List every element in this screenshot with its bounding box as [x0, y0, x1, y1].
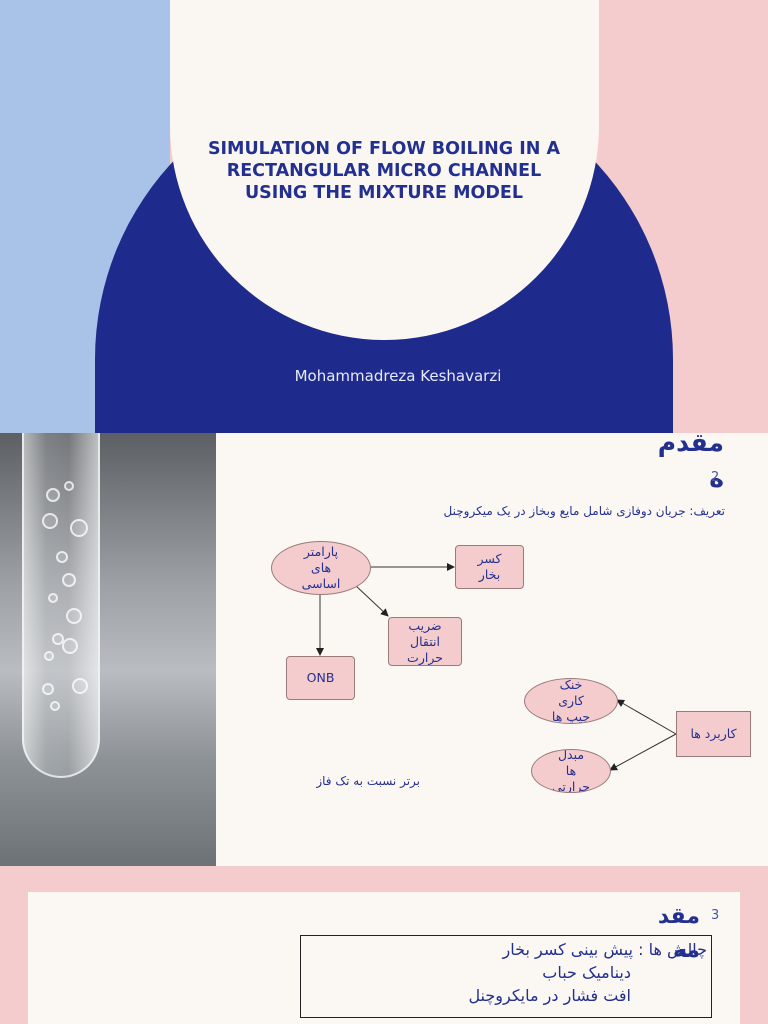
node-text: کاربرد ها	[690, 726, 737, 741]
node-text: حرارتی	[551, 779, 591, 793]
node-text: اساسی	[301, 576, 341, 591]
bubble-icon	[64, 481, 74, 491]
test-tube-illustration	[22, 433, 100, 778]
intro-slide: مقدم ه 2 تعریف: جریان دوفازی شامل مایع و…	[0, 433, 768, 866]
bubble-icon	[62, 638, 78, 654]
slide-title-line-1: مقدم	[657, 433, 724, 457]
node-text: ضریب	[408, 617, 442, 633]
node-text: ONB	[306, 670, 335, 685]
node-basic-parameters: پارامتر های اساسی	[271, 541, 371, 595]
bubble-icon	[56, 551, 68, 563]
node-text: کسر	[477, 551, 502, 566]
bubble-icon	[50, 701, 60, 711]
bubble-icon	[44, 651, 54, 661]
node-applications: کاربرد ها	[676, 711, 751, 757]
slide-title-line-2: مه	[673, 938, 700, 963]
node-text: مبدل	[557, 749, 585, 762]
challenge-line-1: چالش ها : پیش بینی کسر بخار	[502, 940, 707, 959]
slide-title-line-1: مقد	[657, 904, 700, 929]
bubble-icon	[46, 488, 60, 502]
bubble-icon	[42, 683, 54, 695]
node-text: انتقال	[410, 633, 440, 649]
author-name: Mohammadreza Keshavarzi	[294, 367, 502, 385]
slide-number: 2	[711, 470, 720, 485]
challenges-slide: مقد مه 3 چالش ها : پیش بینی کسر بخار دین…	[0, 866, 768, 1024]
node-vapor-fraction: کسر بخار	[455, 545, 524, 589]
slide-card	[28, 892, 740, 1024]
node-heat-exchangers: مبدل ها حرارتی	[531, 749, 611, 793]
node-onb: ONB	[286, 656, 355, 700]
challenges-text-box: چالش ها : پیش بینی کسر بخار دینامیک حباب…	[300, 935, 712, 1018]
arrow-params-to-htc	[354, 584, 389, 617]
node-heat-transfer-coefficient: ضریب انتقال حرارت	[388, 617, 462, 666]
arrow-apps-to-exchanger	[609, 733, 677, 771]
node-text: چیپ ها	[551, 709, 591, 724]
bubble-icon	[52, 633, 64, 645]
advantage-note: برتر نسبت به تک فاز	[316, 774, 420, 788]
challenge-line-2: دینامیک حباب	[542, 963, 631, 982]
slide-number: 3	[711, 908, 720, 923]
slide-title: مقد مه	[620, 900, 700, 968]
node-text: ها	[565, 763, 577, 778]
node-text: های	[310, 560, 332, 575]
challenge-line-3: افت فشار در مایکروچنل	[468, 986, 631, 1005]
bubble-icon	[42, 513, 58, 529]
node-text: خنک	[559, 678, 583, 692]
bubble-icon	[72, 678, 88, 694]
node-text: کاری	[558, 693, 584, 708]
slide-title-line-2: ه	[709, 464, 724, 493]
title-line-1: SIMULATION OF FLOW BOILING IN A	[207, 139, 561, 159]
bubble-icon	[70, 519, 88, 537]
arrow-apps-to-chip	[616, 699, 677, 735]
test-tube-photo	[0, 433, 216, 866]
bubble-icon	[66, 608, 82, 624]
title-line-3: USING THE MIXTURE MODEL	[244, 183, 524, 203]
slide-title: مقدم ه	[624, 433, 724, 497]
node-chip-cooling: خنک کاری چیپ ها	[524, 678, 618, 724]
title-slide: SIMULATION OF FLOW BOILING IN A RECTANGU…	[0, 0, 768, 433]
node-text: بخار	[478, 567, 501, 582]
title-line-2: RECTANGULAR MICRO CHANNEL	[226, 161, 542, 181]
node-text: پارامتر	[303, 544, 339, 559]
definition-text: تعریف: جریان دوفازی شامل مایع وبخاز در ی…	[443, 504, 725, 518]
bubble-icon	[48, 593, 58, 603]
diagram-connectors	[316, 563, 677, 771]
node-text: حرارت	[407, 649, 443, 665]
title-circle-shape	[170, 0, 599, 340]
presentation-title: SIMULATION OF FLOW BOILING IN A RECTANGU…	[180, 138, 588, 204]
bubble-icon	[62, 573, 76, 587]
